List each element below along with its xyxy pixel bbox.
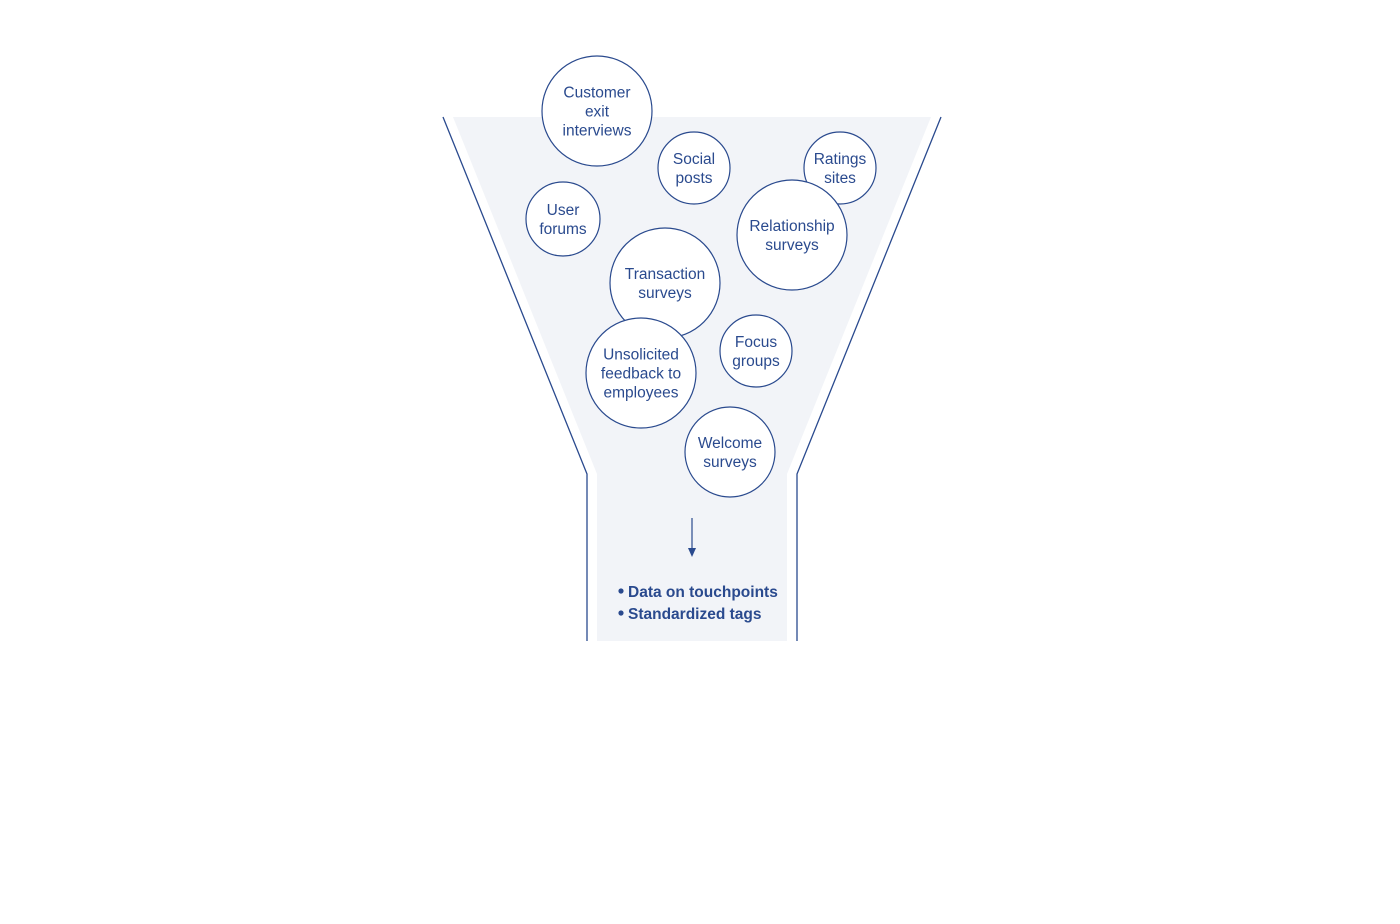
bubble-label-line: Transaction — [625, 266, 705, 283]
bubble-label-line: employees — [604, 385, 679, 402]
bubble-label-line: exit — [585, 104, 610, 121]
bubble-label-line: surveys — [638, 285, 692, 302]
bubble-circle — [736, 179, 848, 291]
bubble-label-line: posts — [675, 170, 712, 187]
bubble-circle — [585, 317, 697, 429]
output-item-standardized-tags: Standardized tags — [628, 606, 762, 623]
bubble-label-line: Customer — [563, 85, 630, 102]
bubble-label-line: surveys — [703, 454, 757, 471]
bubble-label-line: Welcome — [698, 435, 762, 452]
bubble-label-line: Social — [673, 151, 715, 168]
bullet-dot — [618, 610, 624, 616]
bubble-label-line: Unsolicited — [603, 347, 679, 364]
bubble-relationship-surveys: Relationship surveys — [736, 179, 848, 291]
bubble-label-line: Relationship — [749, 218, 834, 235]
output-item-data-on-touchpoints: Data on touchpoints — [628, 584, 778, 601]
bubble-label-line: groups — [732, 353, 780, 370]
funnel-left-wall — [442, 116, 588, 641]
funnel-right-wall — [796, 116, 942, 641]
bubble-label-line: interviews — [563, 123, 632, 140]
bubble-label-line: Focus — [735, 334, 777, 351]
bubble-circle — [684, 406, 776, 498]
bubble-user-forums: User forums — [525, 181, 601, 257]
bubble-label-line: sites — [824, 170, 856, 187]
bubble-label-line: feedback to — [601, 366, 681, 383]
flow-arrow — [688, 518, 696, 557]
bubble-label-line: User — [547, 202, 580, 219]
bubble-label-line: forums — [539, 221, 587, 238]
bubble-circle — [541, 55, 653, 167]
bubble-circle — [657, 131, 731, 205]
bubble-welcome-surveys: Welcome surveys — [684, 406, 776, 498]
bubble-circle — [803, 131, 877, 205]
bubble-social-posts: Social posts — [657, 131, 731, 205]
bubble-customer-exit-interviews: Customer exit interviews — [541, 55, 653, 167]
output-list: Data on touchpoints Standardized tags — [618, 584, 778, 623]
bubble-label-line: Ratings — [814, 151, 867, 168]
bubble-unsolicited-feedback: Unsolicited feedback to employees — [585, 317, 697, 429]
bubble-circle — [719, 314, 793, 388]
bubble-label-line: surveys — [765, 237, 819, 254]
arrow-head — [688, 548, 696, 557]
bubble-ratings-sites: Ratings sites — [803, 131, 877, 205]
bubble-circle — [525, 181, 601, 257]
bullet-dot — [618, 588, 624, 594]
bubble-transaction-surveys: Transaction surveys — [609, 227, 721, 339]
bubble-focus-groups: Focus groups — [719, 314, 793, 388]
